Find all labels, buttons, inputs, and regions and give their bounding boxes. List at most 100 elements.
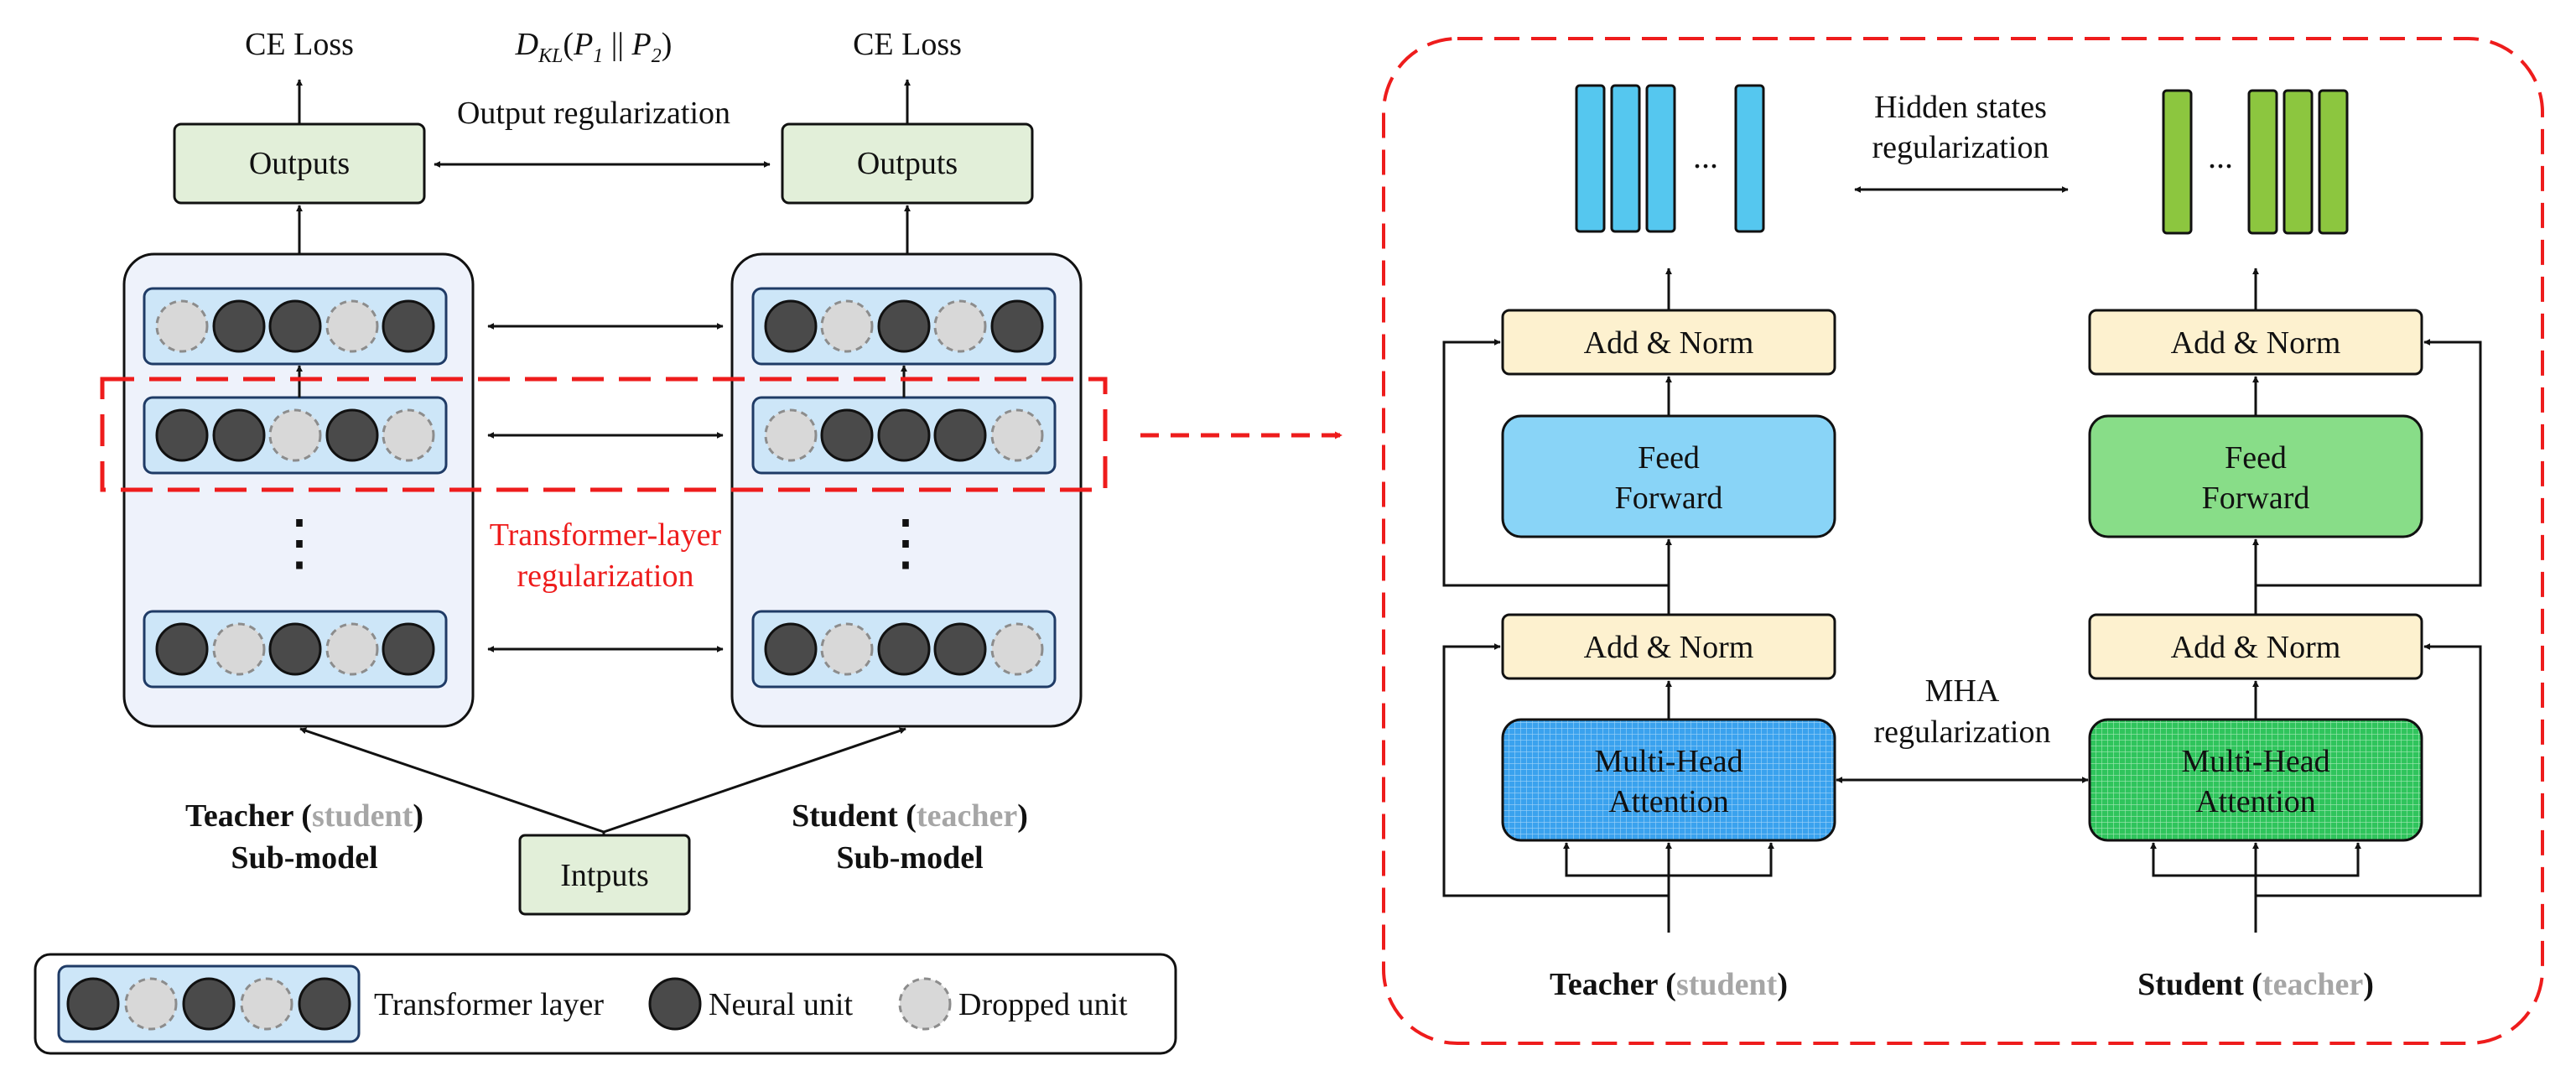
neural-unit [182,977,236,1031]
student-submodel-label: Student (teacher) [792,798,1028,834]
dropped-unit [933,299,987,353]
neural-unit [268,299,322,353]
inputs-box [518,834,691,916]
hidden-state-bar [1575,84,1606,233]
neural-unit [66,977,120,1031]
hidden-state-bar [2162,89,2193,235]
outputs-right-label: Outputs [857,146,958,181]
dropped-unit [155,299,209,353]
ce-loss-right-label: CE Loss [853,27,962,62]
neural-unit [212,408,266,462]
hidden-ellipsis-teacher: ... [1693,138,1718,175]
dropped-unit [820,299,874,353]
hidden-state-bar [2318,89,2349,235]
outputs-left-label: Outputs [249,146,350,181]
left-panel: CE Loss CE Loss DKL(P1 || P2) Output reg… [34,27,1343,1055]
teacher-add-norm-bottom [1501,613,1836,680]
dropped-unit [268,408,322,462]
teacher-mha-label-line2: Attention [1608,784,1729,819]
dropped-unit [124,977,178,1031]
teacher-add-norm-top [1501,309,1836,376]
teacher-bottom-label: Teacher (student) [1550,967,1788,1002]
teacher-ff-label-line1: Feed [1638,440,1700,476]
teacher-ff-label-line2: Forward [1615,481,1723,516]
student-add-norm-top-label: Add & Norm [2171,325,2341,361]
teacher-layer-2 [143,396,448,475]
student-feed-forward [2088,414,2423,538]
neural-unit [877,622,931,676]
arrow-inputs-to-teacher [299,727,605,834]
hidden-state-bar [2283,89,2314,235]
legend-neural-unit-swatch [648,977,702,1031]
legend-neural-unit-label: Neural unit [709,987,853,1022]
output-regularization-label: Output regularization [457,96,730,131]
mha-reg-label-line2: regularization [1873,715,2050,750]
ellipsis-student: ⋮ [875,509,937,578]
transformer-reg-label-line2: regularization [517,559,693,594]
outputs-box-left [173,122,426,205]
neural-unit [382,299,435,353]
right-panel: ... ... Hidden states regularization Add… [1382,37,2544,1045]
teacher-layer-1 [143,287,448,366]
neural-unit [933,408,987,462]
neural-unit [764,622,818,676]
mha-reg-label-line1: MHA [1925,673,2000,709]
highlight-dashed-box [100,377,1108,492]
teacher-feed-forward [1501,414,1836,538]
teacher-submodel-label: Teacher (student) [185,798,423,834]
zoom-dashed-box [1382,37,2544,1045]
ellipsis-teacher: ⋮ [268,509,330,578]
neural-unit [933,622,987,676]
hidden-reg-label-line2: regularization [1872,130,2049,165]
teacher-mha-label-line1: Multi-Head [1594,744,1742,779]
inputs-label: Intputs [560,858,649,893]
neural-unit [382,622,435,676]
student-mha-label-line2: Attention [2195,784,2316,819]
student-submodel-sublabel: Sub-model [836,840,983,876]
student-mha-label-line1: Multi-Head [2181,744,2329,779]
arrow-inputs-to-student [603,727,906,834]
ce-loss-left-label: CE Loss [245,27,354,62]
hidden-state-bar [1734,84,1765,233]
teacher-add-norm-top-label: Add & Norm [1584,325,1754,361]
hidden-reg-label-line1: Hidden states [1874,90,2047,125]
student-residual-ff [2256,339,2482,587]
hidden-state-bar [1645,84,1676,233]
student-residual-mha [2256,643,2482,897]
dropped-unit [240,977,293,1031]
dropped-unit [212,622,266,676]
neural-unit [764,299,818,353]
legend-transformer-layer-label: Transformer layer [374,987,604,1022]
student-add-norm-top [2088,309,2423,376]
teacher-layer-n [143,610,448,689]
student-ff-label-line1: Feed [2225,440,2287,476]
neural-unit [298,977,351,1031]
student-add-norm-bottom-label: Add & Norm [2171,630,2341,665]
dropped-unit [990,408,1044,462]
student-hidden-states: ... [2162,89,2349,235]
legend: Transformer layer Neural unit Dropped un… [34,953,1177,1055]
dropped-unit [382,408,435,462]
neural-unit [325,408,379,462]
student-multi-head-attention [2088,718,2423,842]
dropped-unit [990,622,1044,676]
dropped-unit [325,622,379,676]
kl-divergence-label: DKL(P1 || P2) [515,27,673,67]
dropped-unit [325,299,379,353]
student-layer-1 [751,287,1057,366]
transformer-reg-label-line1: Transformer-layer [490,517,722,553]
teacher-residual-ff [1442,339,1669,587]
dropped-unit [820,622,874,676]
neural-unit [877,408,931,462]
neural-unit [990,299,1044,353]
student-ff-label-line2: Forward [2202,481,2310,516]
dropped-unit [764,408,818,462]
hidden-state-bar [2247,89,2278,235]
hidden-state-bar [1610,84,1641,233]
teacher-residual-mha [1442,643,1669,897]
neural-unit [155,408,209,462]
teacher-add-norm-bottom-label: Add & Norm [1584,630,1754,665]
neural-unit [268,622,322,676]
teacher-hidden-states: ... [1575,84,1765,233]
hidden-ellipsis-student: ... [2208,138,2233,175]
